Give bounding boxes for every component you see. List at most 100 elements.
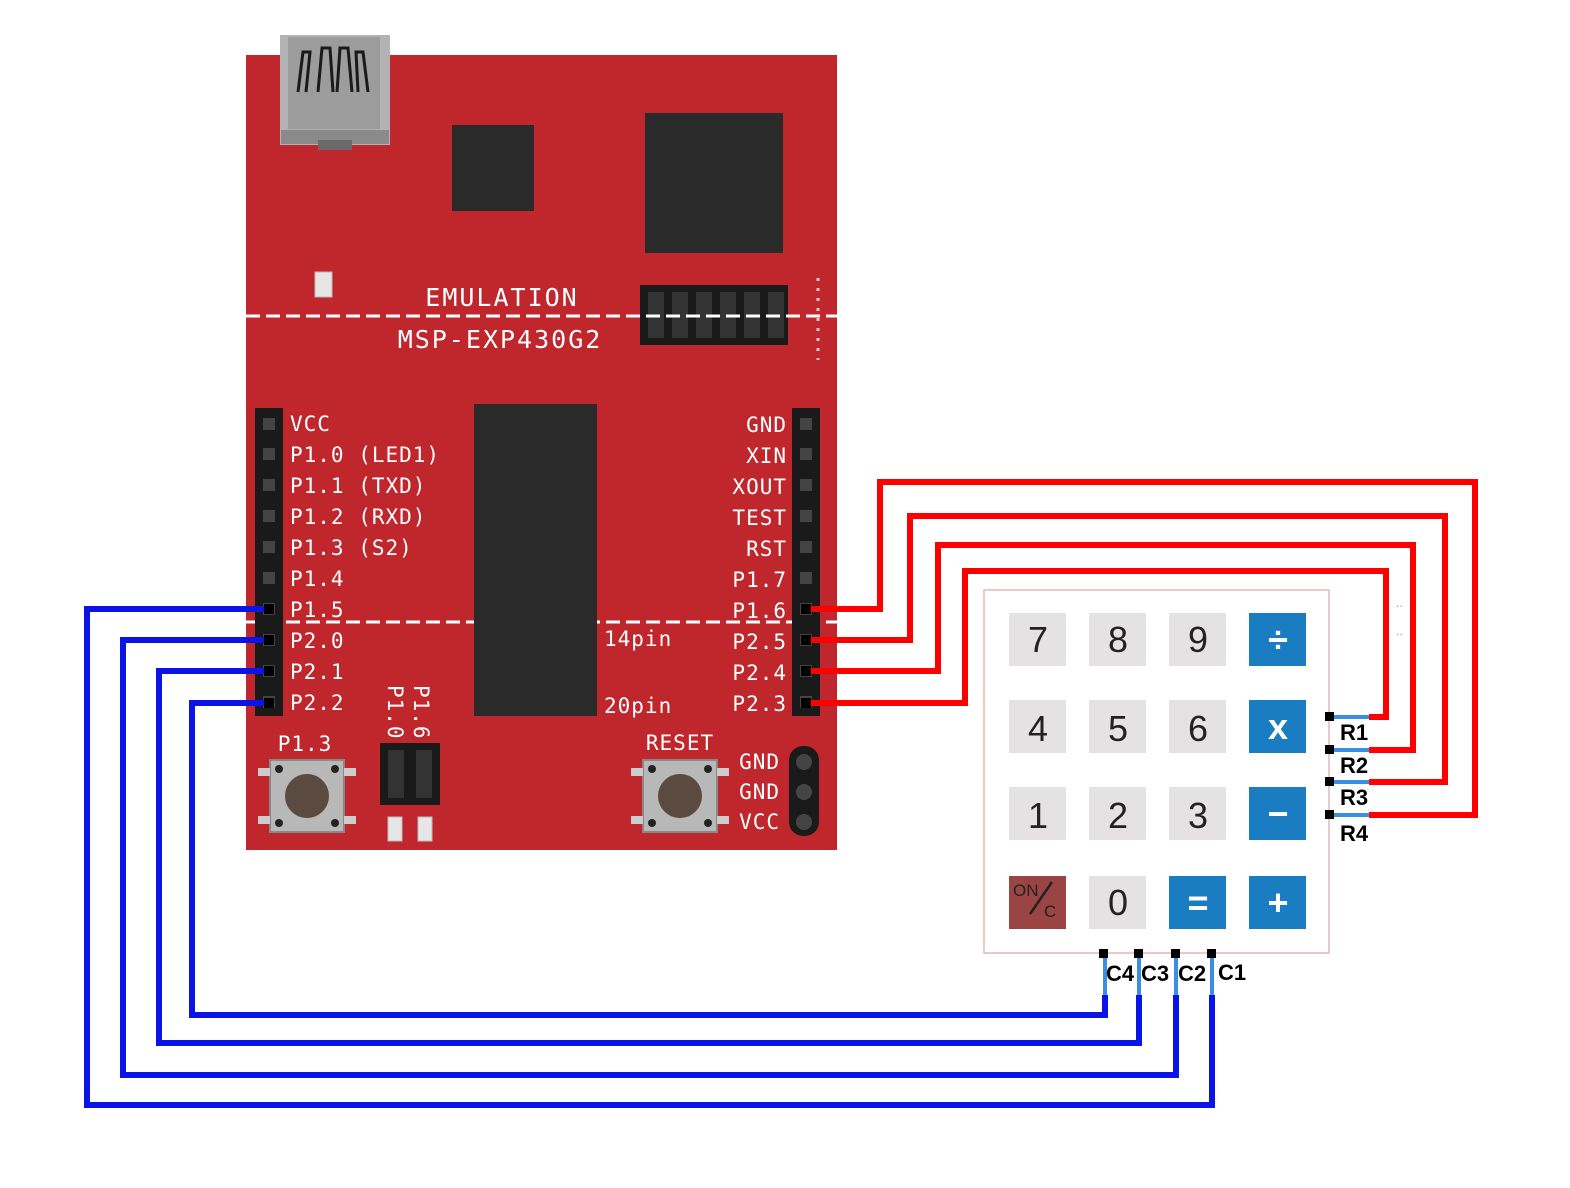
key-plus-label: + [1267, 882, 1288, 923]
red-wires [806, 479, 1478, 818]
pin-label: P1.1 (TXD) [290, 474, 426, 498]
key-9-label: 9 [1188, 619, 1208, 660]
key-multiply-label: x [1268, 706, 1288, 747]
key-equals[interactable] [1169, 876, 1226, 929]
pin-label: P2.1 [290, 660, 345, 684]
col-label-c3: C3 [1141, 961, 1169, 986]
label-20pin: 20pin [604, 694, 672, 718]
key-0[interactable] [1089, 876, 1146, 929]
column-leads [1099, 949, 1216, 995]
wire-p24-r2 [806, 542, 1416, 753]
pin-label: P2.0 [290, 629, 345, 653]
key-6[interactable] [1169, 700, 1226, 753]
key-4[interactable] [1009, 700, 1066, 753]
key-3-label: 3 [1188, 795, 1208, 836]
key-divide-label: ÷ [1268, 619, 1288, 660]
pin-label: VCC [290, 412, 331, 436]
key-0-label: 0 [1108, 882, 1128, 923]
usb-connector-icon [280, 35, 390, 150]
pin-label: XIN [746, 444, 787, 468]
launchpad-board: EMULATION MSP-EXP430G2 14pin 20pin VCC P… [246, 35, 837, 850]
pin-label: RST [746, 537, 787, 561]
left-header-labels: VCC P1.0 (LED1) P1.1 (TXD) P1.2 (RXD) P1… [290, 412, 440, 715]
board-title-top: EMULATION [425, 283, 578, 312]
row-leads [1325, 712, 1369, 819]
pin-label: P2.5 [732, 630, 787, 654]
jumper-label-p10: P1.0 [383, 685, 407, 740]
key-3[interactable] [1169, 787, 1226, 840]
pin-label: P1.6 [732, 599, 787, 623]
push-button-p13 [258, 759, 356, 833]
push-button-reset [631, 759, 729, 833]
mcu-chip [474, 404, 597, 716]
row-label-r1: R1 [1340, 720, 1368, 745]
pin-label: XOUT [732, 475, 787, 499]
svg-text:..: .. [1396, 624, 1403, 638]
blue-wires [84, 606, 1215, 1108]
key-clear-slash [1028, 881, 1054, 915]
pin-label: TEST [732, 506, 787, 530]
chip-large [645, 113, 783, 253]
power-header [789, 746, 819, 836]
pin-label: P2.3 [732, 692, 787, 716]
key-5-label: 5 [1108, 708, 1128, 749]
key-4-label: 4 [1028, 708, 1048, 749]
key-5[interactable] [1089, 700, 1146, 753]
key-6-label: 6 [1188, 708, 1208, 749]
key-equals-label: = [1187, 882, 1208, 923]
wire-p21-c3 [156, 668, 1142, 1046]
pin-label: P2.4 [732, 661, 787, 685]
key-7[interactable] [1009, 613, 1066, 666]
pin-label: P1.2 (RXD) [290, 505, 426, 529]
key-minus[interactable] [1249, 787, 1306, 840]
key-1[interactable] [1009, 787, 1066, 840]
key-multiply[interactable] [1249, 700, 1306, 753]
svg-text:..: .. [1396, 596, 1403, 610]
key-minus-label: − [1267, 793, 1288, 834]
power-pin-label: GND [739, 750, 780, 774]
button-reset-label: RESET [646, 731, 714, 755]
row-label-r2: R2 [1340, 753, 1368, 778]
pin-label: P1.3 (S2) [290, 536, 413, 560]
led-jumpers [380, 743, 440, 842]
key-divide[interactable] [1249, 613, 1306, 666]
button-p13-label: P1.3 [278, 732, 333, 756]
key-7-label: 7 [1028, 619, 1048, 660]
jumper-label-p16: P1.6 [409, 685, 433, 740]
wire-p16-r4 [806, 479, 1478, 818]
col-label-c1: C1 [1218, 960, 1246, 985]
pin-label: P2.2 [290, 691, 345, 715]
col-label-c2: C2 [1178, 961, 1206, 986]
key-8-label: 8 [1108, 619, 1128, 660]
led-small [314, 271, 333, 298]
wire-p23-r1 [806, 568, 1389, 720]
right-header-labels: GND XIN XOUT TEST RST P1.7 P1.6 P2.5 P2.… [732, 413, 787, 716]
key-1-label: 1 [1028, 795, 1048, 836]
wire-p20-c2 [120, 637, 1179, 1078]
power-pin-label: VCC [739, 810, 780, 834]
col-label-c4: C4 [1106, 961, 1135, 986]
key-2[interactable] [1089, 787, 1146, 840]
keypad: .. .. 7 8 9 ÷ 4 5 6 x 1 2 3 − ON C 0 [983, 589, 1403, 995]
pin-label: GND [746, 413, 787, 437]
pin-label: P1.5 [290, 598, 345, 622]
wire-p25-r3 [806, 513, 1448, 785]
pin-label: P1.4 [290, 567, 345, 591]
key-9[interactable] [1169, 613, 1226, 666]
pin-label: P1.7 [732, 568, 787, 592]
wire-pin-stubs [264, 604, 811, 708]
pin-label: P1.0 (LED1) [290, 443, 440, 467]
row-label-r3: R3 [1340, 785, 1368, 810]
key-plus[interactable] [1249, 876, 1306, 929]
row-label-r4: R4 [1340, 821, 1369, 846]
board-title-bottom: MSP-EXP430G2 [398, 325, 603, 354]
key-2-label: 2 [1108, 795, 1128, 836]
key-clear-sub: C [1044, 902, 1056, 921]
key-clear-main: ON [1013, 881, 1039, 900]
key-8[interactable] [1089, 613, 1146, 666]
chip-small [452, 125, 534, 211]
power-pin-label: GND [739, 780, 780, 804]
label-14pin: 14pin [604, 627, 672, 651]
wire-p22-c4 [189, 700, 1108, 1018]
